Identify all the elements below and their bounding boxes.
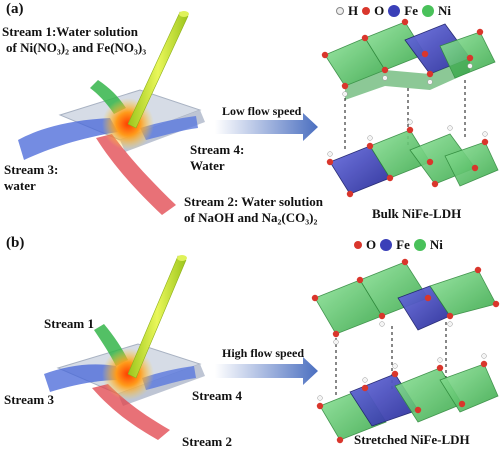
iron-legend-icon-b <box>380 239 393 251</box>
ldh-atoms-b <box>311 258 500 444</box>
legend-a: H O Fe Ni <box>336 3 451 19</box>
panel-b: (b) Stream 1 Stream 3 Stream 4 Stream 2 … <box>0 226 500 452</box>
stream2-label-b: Stream 2 <box>182 434 232 449</box>
high-flow-speed-label: High flow speed <box>222 346 305 360</box>
panel-b-illustration <box>44 255 500 444</box>
legend-o-label: O <box>374 3 385 18</box>
stream1-label-line1: Stream 1:Water solution <box>2 24 139 39</box>
inlet-pipe-b <box>127 255 187 379</box>
stream4-flow-b <box>142 366 196 390</box>
panel-b-label: (b) <box>6 235 25 251</box>
nickel-legend-icon <box>421 5 434 17</box>
nickel-legend-icon-b <box>413 239 426 251</box>
high-flow-arrow <box>215 357 318 385</box>
stream4-flow <box>140 116 198 140</box>
inlet-pipe <box>127 11 189 129</box>
stream3-label-line2: water <box>4 178 36 193</box>
oxygen-legend-icon <box>362 7 371 15</box>
stream2-label-line1: Stream 2: Water solution <box>184 194 324 209</box>
iron-legend-icon <box>388 5 401 17</box>
stream1-label-b: Stream 1 <box>44 316 94 331</box>
stretched-ldh-top-layer <box>314 261 497 335</box>
stream4-label-line2: Water <box>190 158 225 173</box>
low-flow-speed-label: Low flow speed <box>222 104 302 118</box>
legend-o-label-b: O <box>366 237 377 252</box>
bulk-ldh-caption: Bulk NiFe-LDH <box>372 206 462 221</box>
low-flow-arrow <box>215 113 318 141</box>
stream3-flow-b <box>44 364 120 392</box>
ldh-bottom-layer <box>329 129 499 195</box>
panel-a-illustration <box>18 11 499 215</box>
oxygen-legend-icon-b <box>354 241 362 249</box>
stream2-label-line2: of NaOH and Na₂(CO₃)₂ <box>184 210 318 225</box>
legend-ni-label: Ni <box>437 3 451 18</box>
legend-h-label: H <box>348 3 359 18</box>
stream1-label-line2: of Ni(NO₃)₂ and Fe(NO₃)₃ <box>6 40 147 55</box>
panel-a: (a) Stream 1:Water solution of Ni(NO₃)₂ … <box>2 1 499 225</box>
panel-a-label: (a) <box>6 1 24 17</box>
hydrogen-legend-icon <box>336 7 344 15</box>
stream4-label-line1: Stream 4: <box>190 142 245 157</box>
legend-b: O Fe Ni <box>354 237 443 253</box>
stream2-flow <box>96 134 176 215</box>
legend-fe-label-b: Fe <box>396 237 410 252</box>
stretched-ldh-bottom-layer <box>319 363 499 441</box>
ldh-atoms-a <box>321 18 489 198</box>
legend-ni-label-b: Ni <box>429 237 443 252</box>
stream2-flow-b <box>92 384 170 440</box>
legend-fe-label: Fe <box>404 3 418 18</box>
stream3-label-b: Stream 3 <box>4 392 54 407</box>
stretched-ldh-caption: Stretched NiFe-LDH <box>354 432 470 447</box>
stream3-label-line1: Stream 3: <box>4 162 59 177</box>
ldh-top-layer <box>324 21 496 100</box>
stream4-label-b: Stream 4 <box>192 388 242 403</box>
stream3-flow <box>18 118 118 160</box>
